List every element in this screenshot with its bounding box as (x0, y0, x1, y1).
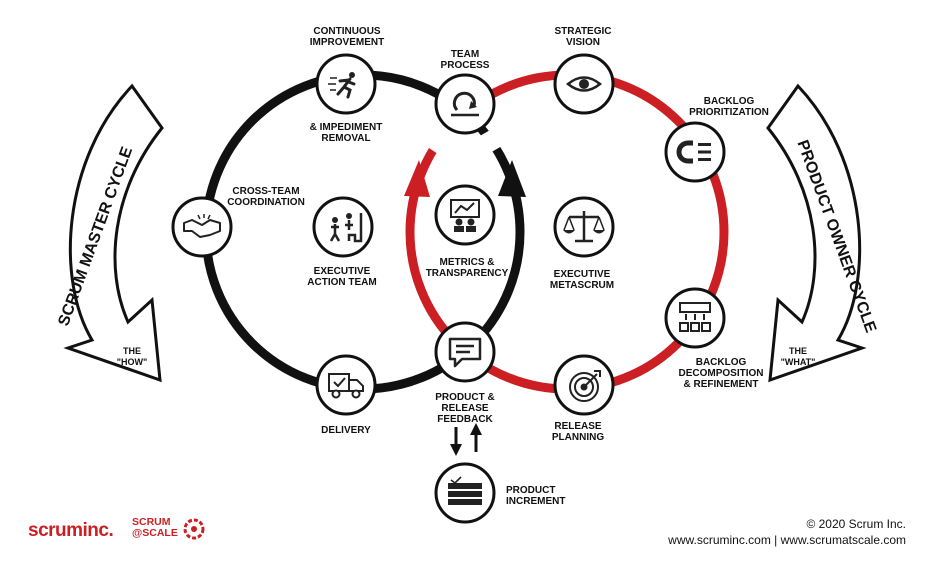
node-product-increment (434, 462, 496, 524)
node-executive-action-team (312, 196, 374, 258)
label-executive-action-team: EXECUTIVE ACTION TEAM (307, 266, 377, 288)
increment-stack-icon (448, 476, 482, 505)
red-cycle-gap (426, 122, 454, 154)
node-backlog-prioritization (664, 121, 726, 183)
handshake-icon (183, 214, 221, 238)
copyright-text: © 2020 Scrum Inc. (806, 517, 906, 531)
label-impediment-removal: & IMPEDIMENT REMOVAL (309, 122, 383, 144)
logo-inc-text: inc. (82, 520, 114, 541)
label-backlog-prioritization: BACKLOG PRIORITIZATION (689, 96, 769, 118)
scrumatscale-logo-mark-icon (183, 518, 205, 540)
label-executive-metascrum: EXECUTIVE METASCRUM (549, 269, 615, 291)
node-strategic-vision (553, 53, 615, 115)
node-product-release-feedback (434, 321, 496, 383)
label-product-release-feedback: PRODUCT & RELEASE FEEDBACK (435, 392, 495, 425)
logo-sas-line1: SCRUM (132, 516, 171, 528)
balance-scale-icon (563, 211, 605, 243)
label-product-increment: PRODUCT INCREMENT (506, 485, 566, 507)
presentation-board-icon (450, 199, 480, 232)
running-person-icon (328, 72, 356, 99)
label-cross-team-coordination: CROSS-TEAM COORDINATION (227, 186, 305, 208)
product-owner-arrow (766, 83, 867, 383)
scruminc-logo: scruminc. (28, 520, 114, 542)
label-delivery: DELIVERY (321, 425, 371, 436)
red-arrowhead (404, 160, 430, 197)
scrum-master-arrow (63, 83, 164, 383)
label-strategic-vision: STRATEGIC VISION (554, 26, 612, 48)
logo-sas-line2: @SCALE (132, 527, 178, 539)
label-team-process: TEAM PROCESS (440, 49, 490, 71)
node-team-process (434, 73, 496, 135)
cycle-arrow-icon (451, 91, 479, 117)
black-arrowhead (498, 160, 526, 197)
label-release-planning: RELEASE PLANNING (551, 421, 605, 443)
node-metrics-transparency (434, 184, 496, 246)
black-cycle-gap (478, 129, 502, 154)
eye-icon (566, 76, 602, 92)
node-continuous-improvement (315, 53, 377, 115)
scrum-master-subtitle: THE "HOW" (116, 346, 148, 367)
magnet-list-icon (676, 140, 711, 164)
scrumatscale-logo: SCRUM @SCALE (132, 517, 178, 539)
node-backlog-decomposition (664, 287, 726, 349)
delivery-truck-icon (328, 373, 364, 399)
chat-bubble-icon (448, 337, 482, 368)
product-owner-subtitle: THE "WHAT" (780, 346, 816, 367)
label-backlog-decomposition: BACKLOG DECOMPOSITION & REFINEMENT (678, 357, 764, 390)
decomposition-icon (679, 302, 711, 332)
label-metrics-transparency: METRICS & TRANSPARENCY (425, 257, 509, 279)
climbing-people-icon (329, 213, 363, 243)
target-icon (569, 370, 601, 402)
node-delivery (315, 354, 377, 416)
websites-text: www.scruminc.com | www.scrumatscale.com (668, 533, 906, 547)
logo-scrum-text: scrum (28, 520, 83, 541)
node-cross-team-coordination (171, 196, 233, 258)
node-executive-metascrum (553, 196, 615, 258)
copyright-block: © 2020 Scrum Inc. www.scruminc.com | www… (668, 516, 906, 548)
node-release-planning (553, 354, 615, 416)
label-continuous-improvement: CONTINUOUS IMPROVEMENT (309, 26, 385, 48)
